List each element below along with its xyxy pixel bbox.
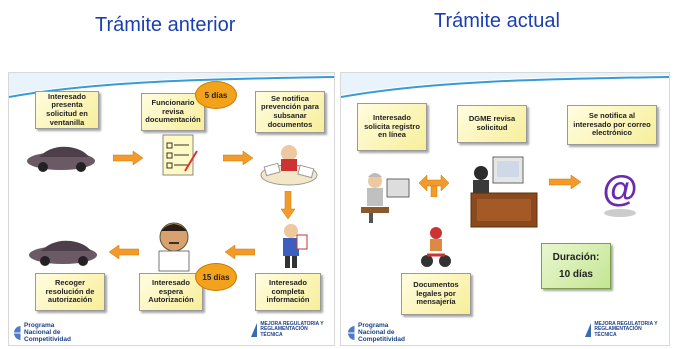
competitiveness-program-logo: Programa Nacional de Competitividad [13, 322, 83, 343]
car-icon [29, 240, 97, 266]
logo-text: Programa Nacional de Competitividad [358, 322, 405, 343]
checklist-icon [162, 134, 198, 176]
paperwork-pile-icon [260, 145, 318, 186]
svg-text:@: @ [602, 168, 637, 209]
arrow-right-1 [113, 151, 143, 165]
duration-value: 10 días [559, 269, 593, 280]
heading-previous-process: Trámite anterior [95, 14, 236, 36]
arrows-emblem-icon [585, 323, 592, 337]
bidirectional-arrow [419, 175, 449, 197]
previous-process-panel: Interesado presenta solicitud en ventani… [8, 72, 335, 346]
office-desk-icon [470, 156, 538, 228]
step-online-registration: Interesado solicita registro en línea [357, 103, 427, 151]
step-documents-by-courier: Documentos legales por mensajería [401, 273, 471, 315]
step-collect-resolution: Recoger resolución de autorización [35, 273, 105, 311]
step-complete-information: Interesado completa información [255, 273, 321, 311]
badge-15-days: 15 días [195, 263, 237, 291]
person-with-documents-icon [283, 224, 308, 268]
logo-text: MEJORA REGULATORIA Y REGLAMENTACIÓN TÉCN… [594, 321, 658, 338]
arrow-left-1 [225, 245, 255, 259]
competitiveness-program-logo: Programa Nacional de Competitividad [347, 322, 417, 343]
heading-current-process: Trámite actual [434, 10, 560, 32]
step-notify-prevention: Se notifica prevención para subsanar doc… [255, 91, 325, 133]
step-email-notification: Se notifica al interesado por correo ele… [567, 105, 657, 145]
step-dgme-review: DGME revisa solicitud [457, 105, 527, 143]
blue-wave-decoration [341, 73, 669, 98]
step-official-reviews: Funcionario revisa documentación [141, 93, 205, 131]
badge-5-days: 5 días [195, 81, 237, 109]
arrow-right-2 [223, 151, 253, 165]
current-process-panel: Interesado solicita registro en línea DG… [340, 72, 670, 346]
logo-text: Programa Nacional de Competitividad [24, 322, 71, 343]
duration-label: Duración: [552, 251, 600, 263]
globe-icon [348, 326, 356, 341]
regulatory-improvement-logo: MEJORA REGULATORIA Y REGLAMENTACIÓN TÉCN… [249, 321, 331, 339]
step-submit-application: Interesado presenta solicitud en ventani… [35, 91, 99, 129]
arrow-down [281, 191, 295, 219]
globe-icon [14, 326, 22, 341]
arrow-left-2 [109, 245, 139, 259]
frustrated-man-icon [158, 222, 190, 272]
arrow-right [549, 175, 581, 189]
courier-scooter-icon [421, 227, 451, 267]
regulatory-improvement-logo: MEJORA REGULATORIA Y REGLAMENTACIÓN TÉCN… [583, 321, 665, 339]
step-wait-authorization: Interesado espera Autorización [139, 273, 203, 311]
logo-text: MEJORA REGULATORIA Y REGLAMENTACIÓN TÉCN… [260, 321, 324, 338]
arrows-emblem-icon [251, 323, 258, 337]
car-icon [27, 146, 95, 172]
duration-box: Duración: 10 días [541, 243, 611, 289]
email-at-icon: @ [602, 168, 638, 217]
person-at-computer-icon [361, 173, 410, 223]
